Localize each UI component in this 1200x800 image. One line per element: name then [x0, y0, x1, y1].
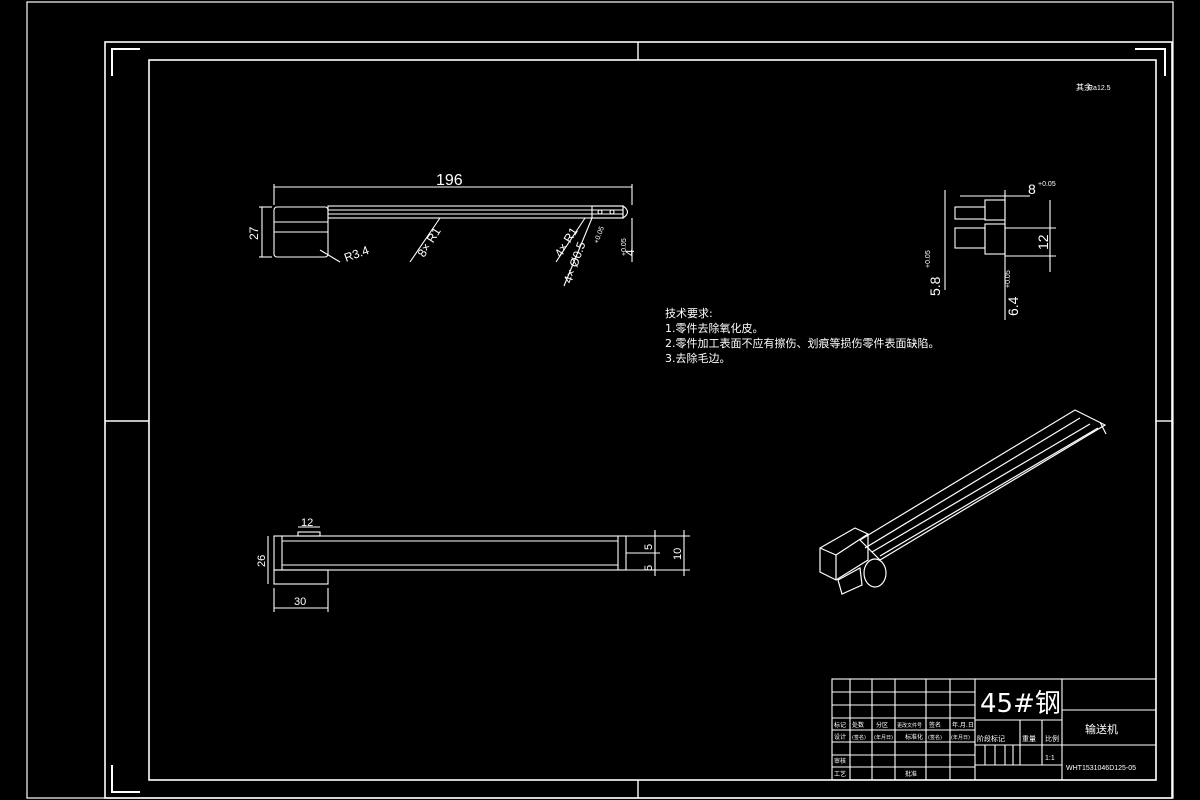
front-view	[259, 184, 633, 287]
title-block	[831, 678, 1157, 781]
side-view	[944, 190, 1056, 320]
hdr-cell-2: 分区	[876, 721, 888, 729]
dim-plan-end-total: 10	[672, 548, 684, 560]
tech-title: 技术要求:	[665, 307, 713, 320]
std-label: 标准化	[905, 733, 923, 741]
dim-side-bottom: 6.4	[1005, 296, 1021, 316]
dim-side-left: 5.8	[927, 276, 943, 296]
dim-side-top-tol: +0.05	[1038, 181, 1056, 188]
hdr-cell-5: 年.月.日	[952, 721, 974, 729]
scale-value: 1:1	[1045, 755, 1055, 762]
drawing-number: WHT1531046D125-05	[1066, 765, 1136, 772]
dim-height: 27	[247, 226, 261, 240]
plan-view	[267, 526, 690, 612]
outer-frame	[104, 41, 1173, 799]
tech-item-2: 2.零件加工表面不应有擦伤、划痕等损伤零件表面缺陷。	[665, 337, 940, 350]
technical-requirements: 技术要求: 1.零件去除氧化皮。 2.零件加工表面不应有擦伤、划痕等损伤零件表面…	[665, 306, 940, 366]
dim-plan-end-a: 5	[643, 544, 655, 550]
sign-cell-1: (签名)	[852, 734, 866, 741]
dim-plan-end-b: 5	[643, 565, 655, 571]
date-cell-2: (年月日)	[951, 734, 970, 741]
dim-side-bottom-tol: +0.05	[1005, 270, 1012, 288]
date-cell-1: (年月日)	[874, 734, 893, 741]
part-name: 输送机	[1085, 722, 1118, 736]
design-label: 设计	[834, 733, 846, 741]
approve-label: 批准	[905, 770, 917, 778]
dim-plan-width: 12	[301, 517, 313, 529]
tech-item-1: 1.零件去除氧化皮。	[665, 322, 764, 335]
isometric-view	[819, 409, 1107, 595]
dim-side-height: 12	[1035, 234, 1051, 250]
process-label: 工艺	[834, 770, 846, 778]
surface-note: 其余	[1076, 82, 1092, 92]
material-label: 45#钢	[980, 689, 1061, 719]
dim-side-left-tol: +0.05	[925, 250, 932, 268]
dim-plan-length: 30	[294, 596, 306, 608]
surface-value: Ra12.5	[1088, 85, 1111, 92]
inner-frame	[148, 59, 1157, 781]
hdr-cell-0: 标记	[834, 721, 846, 729]
hdr-cell-3: 更改文件号	[897, 722, 922, 729]
dim-hole-depth-tol: +0.05	[621, 238, 628, 256]
dim-side-top: 8	[1028, 181, 1036, 197]
review-label: 审核	[834, 757, 846, 765]
dim-fillet-a: 8× R1	[415, 224, 444, 259]
hdr-cell-4: 签名	[929, 721, 941, 729]
sign-cell-2: (签名)	[928, 734, 942, 741]
scale-label: 比例	[1045, 734, 1059, 743]
hdr-cell-1: 处数	[852, 721, 864, 729]
tech-item-3: 3.去除毛边。	[665, 352, 731, 365]
dim-radius: R3.4	[342, 243, 371, 265]
stage-label: 阶段标记	[977, 734, 1005, 743]
dim-plan-height: 26	[256, 555, 268, 567]
weight-label: 重量	[1022, 735, 1036, 743]
dim-overall-length: 196	[436, 172, 463, 189]
dim-hole-depth: 4	[623, 249, 637, 256]
dim-hole-tol: +0.05	[593, 226, 606, 245]
